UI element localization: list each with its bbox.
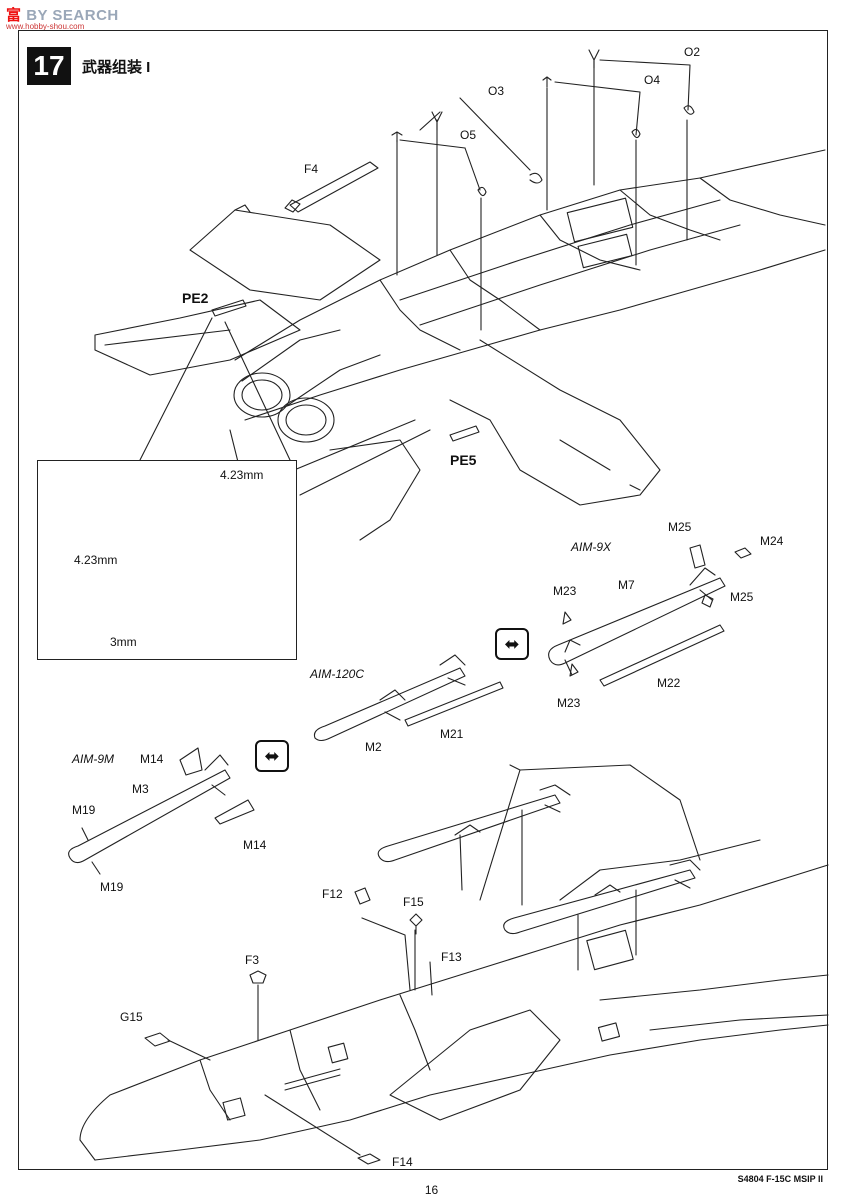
label-m21: M21 — [440, 727, 464, 741]
lower-aircraft — [79, 764, 829, 1165]
aim9x-missile — [548, 544, 752, 687]
label-aim9m: AIM-9M — [72, 752, 114, 766]
watermark-url: www.hobby-shou.com — [6, 22, 85, 31]
label-f3: F3 — [245, 953, 260, 967]
label-m23-b: M23 — [557, 696, 581, 710]
upper-aircraft — [94, 49, 826, 541]
watermark-logo: 富 BY SEARCH — [6, 4, 119, 25]
label-dim-1: 4.23mm — [220, 468, 264, 482]
step-number: 17 — [27, 47, 71, 85]
label-m22: M22 — [657, 676, 681, 690]
label-pe2: PE2 — [182, 290, 209, 306]
label-dim-2: 4.23mm — [74, 553, 118, 567]
label-pe5: PE5 — [450, 452, 477, 468]
label-f4: F4 — [304, 162, 319, 176]
label-f12: F12 — [322, 887, 343, 901]
page-frame — [18, 30, 828, 1170]
label-aim9x: AIM-9X — [571, 540, 612, 554]
label-m23-a: M23 — [553, 584, 577, 598]
label-dim-3: 3mm — [110, 635, 137, 649]
label-m2: M2 — [365, 740, 382, 754]
watermark-part-a: 富 — [6, 7, 22, 24]
label-f14: F14 — [392, 1155, 413, 1169]
double-arrow-icon: ⬌ — [495, 628, 529, 660]
step-title: 武器组装 I — [82, 59, 151, 76]
label-m24: M24 — [760, 534, 784, 548]
aim9m-missile — [68, 747, 255, 875]
label-m19-a: M19 — [72, 803, 96, 817]
label-m7: M7 — [618, 578, 635, 592]
label-m14-a: M14 — [140, 752, 164, 766]
label-aim120c: AIM-120C — [310, 667, 365, 681]
label-m3: M3 — [132, 782, 149, 796]
watermark-part-b: BY SEARCH — [26, 7, 119, 24]
label-m25-a: M25 — [668, 520, 692, 534]
label-m14-b: M14 — [243, 838, 267, 852]
label-o2: O2 — [684, 45, 701, 59]
page-number: 16 — [424, 1183, 439, 1197]
double-arrow-icon: ⬌ — [255, 740, 289, 772]
aim120c-missile — [313, 654, 504, 742]
detail-inset — [37, 460, 297, 660]
label-m19-b: M19 — [100, 880, 124, 894]
label-o5: O5 — [460, 128, 477, 142]
label-f13: F13 — [441, 950, 462, 964]
kit-code: S4804 F-15C MSIP II — [737, 1174, 823, 1184]
label-g15: G15 — [120, 1010, 143, 1024]
label-o3: O3 — [488, 84, 505, 98]
label-m25-b: M25 — [730, 590, 754, 604]
label-f15: F15 — [403, 895, 424, 909]
label-o4: O4 — [644, 73, 661, 87]
